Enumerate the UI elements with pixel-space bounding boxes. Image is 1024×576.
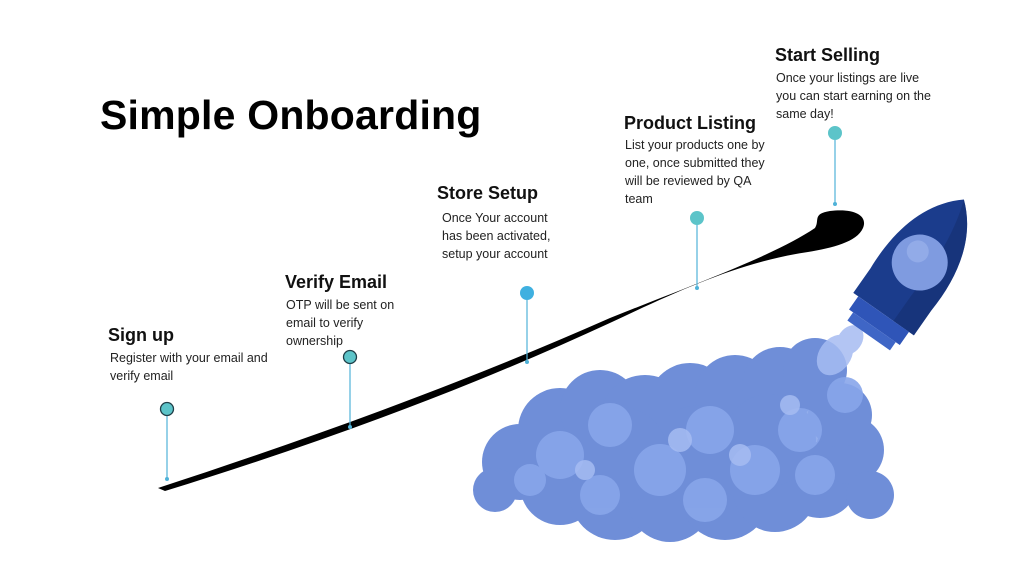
store-marker <box>520 286 534 300</box>
page-title: Simple Onboarding <box>100 92 482 138</box>
step-signup: Sign up Register with your email and ver… <box>108 325 270 385</box>
step-description: List your products one by one, once subm… <box>625 138 765 206</box>
step-description: Once your listings are live you can star… <box>776 71 931 121</box>
selling-marker-group <box>828 126 842 206</box>
verify-marker-group <box>342 349 358 429</box>
step-heading: Product Listing <box>624 113 756 133</box>
step-store-setup: Store Setup Once Your account has been a… <box>437 183 560 263</box>
step-heading: Verify Email <box>285 272 388 292</box>
step-heading: Store Setup <box>437 183 539 203</box>
step-connectors <box>159 126 842 481</box>
step-heading: Sign up <box>108 325 174 345</box>
selling-marker <box>828 126 842 140</box>
signup-marker-group <box>159 401 175 481</box>
smoke-cloud <box>473 325 894 542</box>
step-product-listing: Product Listing List your products one b… <box>624 113 775 208</box>
product-marker <box>690 211 704 225</box>
step-description: Once Your account has been activated, se… <box>442 211 551 261</box>
rocket <box>847 199 968 351</box>
store-marker-group <box>520 286 534 364</box>
product-marker-group <box>690 211 704 290</box>
step-start-selling: Start Selling Once your listings are liv… <box>775 45 931 123</box>
step-description: OTP will be sent on email to verify owne… <box>286 298 395 348</box>
step-verify-email: Verify Email OTP will be sent on email t… <box>285 272 414 350</box>
signup-marker <box>159 401 175 417</box>
step-description: Register with your email and verify emai… <box>110 351 268 383</box>
step-heading: Start Selling <box>775 45 881 65</box>
verify-marker <box>342 349 358 365</box>
